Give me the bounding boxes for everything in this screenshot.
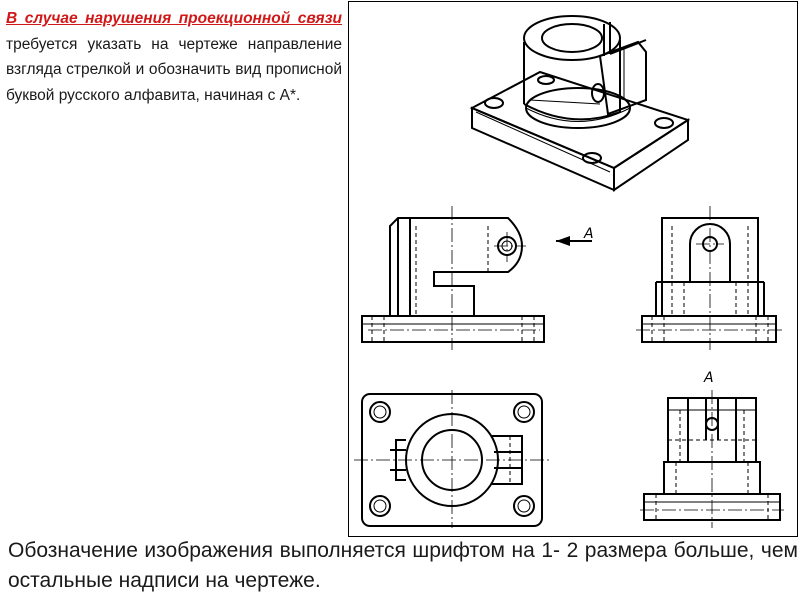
drawing-frame: [348, 1, 798, 537]
view-letter: А: [703, 370, 714, 386]
emphasis-text: В случае нарушения проекционной связи: [6, 10, 342, 27]
footer-note: Обозначение изображения выполняется шриф…: [8, 539, 798, 592]
front-view: А: [361, 206, 594, 350]
isometric-view: [469, 15, 691, 192]
view-a: А: [640, 370, 784, 528]
instruction-paragraph: В случае нарушения проекционной связи тр…: [6, 6, 342, 108]
arrow-letter: А: [583, 226, 594, 242]
paragraph-body: требуется указать на чертеже направление…: [6, 35, 342, 104]
side-view: [636, 206, 784, 350]
top-view: [354, 390, 552, 528]
